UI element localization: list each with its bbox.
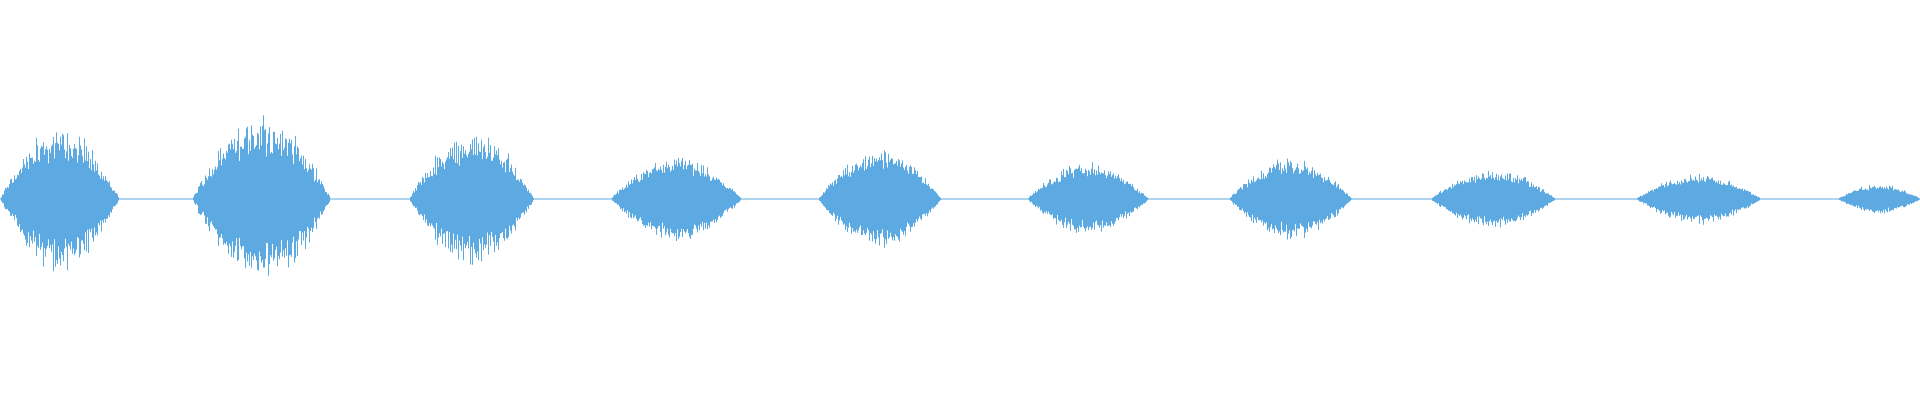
waveform-burst-8: [1430, 172, 1555, 225]
waveform-path: [1, 115, 1920, 276]
waveform-burst-3: [409, 136, 534, 261]
waveform-burst-7: [1229, 163, 1352, 235]
waveform-burst-2: [192, 123, 330, 275]
waveform-burst-5: [818, 156, 941, 242]
waveform-burst-6: [1027, 167, 1148, 232]
waveform-burst-4: [611, 161, 742, 237]
waveform-burst-10: [1837, 186, 1920, 213]
waveform-burst-1: [0, 134, 119, 263]
waveform-burst-9: [1636, 176, 1761, 222]
waveform-group: [0, 115, 1920, 276]
